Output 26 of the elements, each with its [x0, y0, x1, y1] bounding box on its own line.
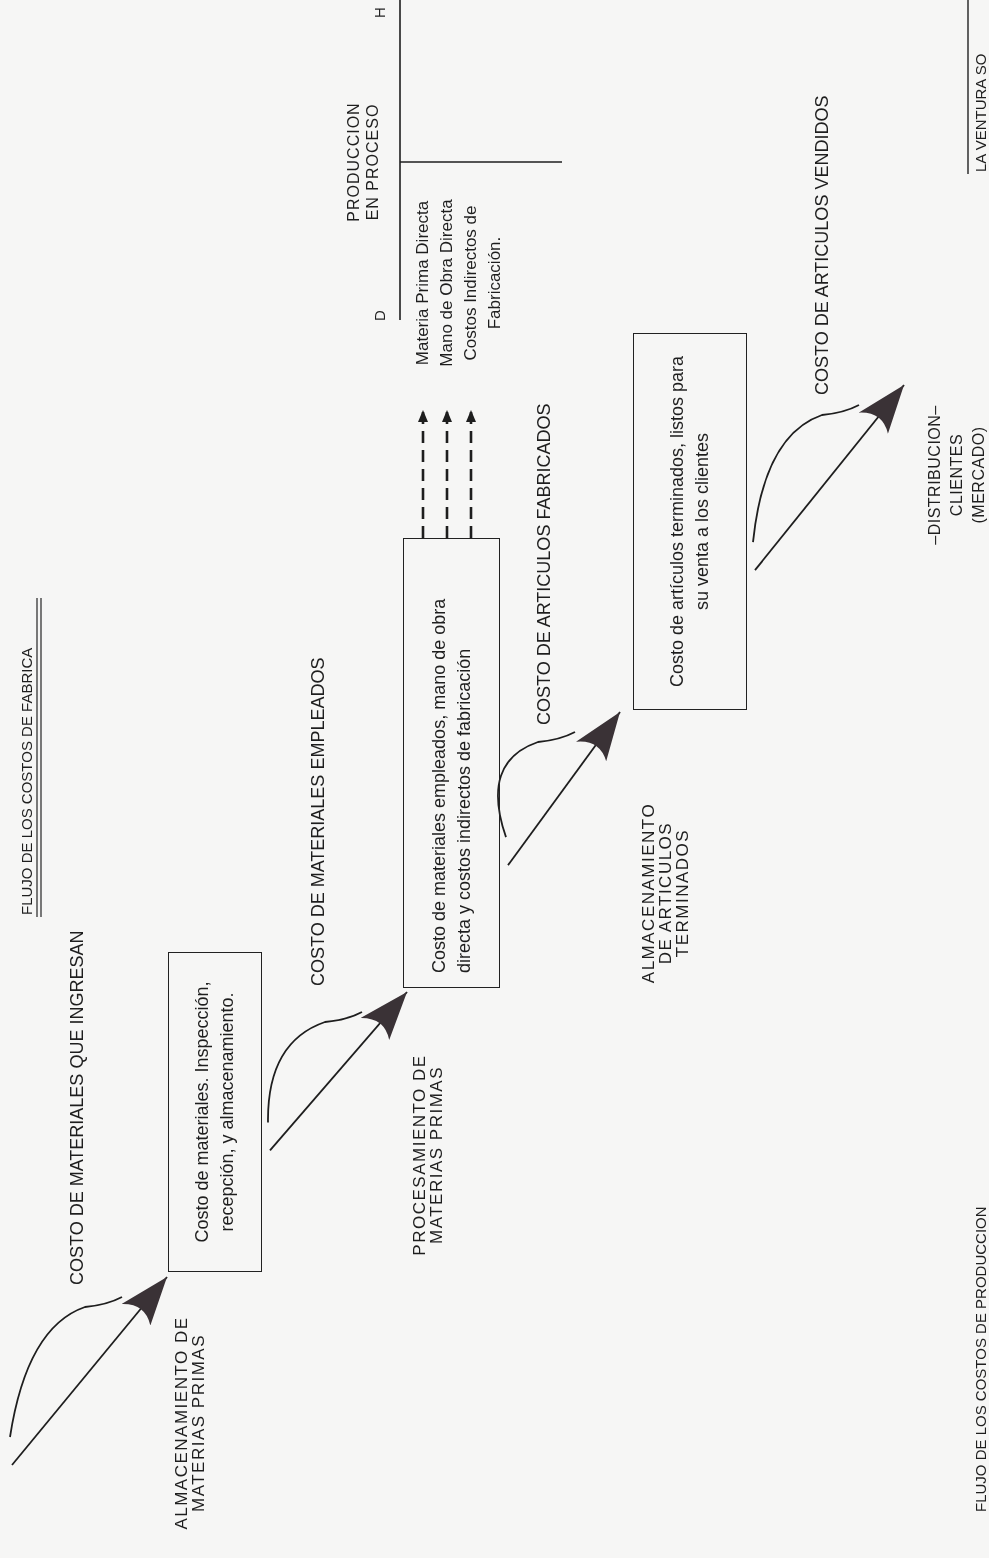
edge-label: COSTO DE ARTICULOS VENDIDOS [812, 95, 832, 395]
column-label: D [372, 310, 387, 321]
stage-label: ALMACENAMIENTO DE MATERIAS PRIMAS [173, 1315, 207, 1532]
diagram-title: FLUJO DE LOS COSTOS DE FABRICA [17, 647, 36, 915]
destination-label: –DISTRIBUCION– CLIENTES (MERCADO) [924, 385, 989, 565]
stage-label: ALMACENAMIENTO DE ARTICULOS TERMINADOS [640, 801, 691, 986]
column-label: H [372, 7, 387, 18]
dashed-arrow [466, 410, 476, 538]
process-box [633, 333, 747, 710]
dashed-arrow [442, 410, 452, 538]
process-box [168, 952, 262, 1272]
account-entry: Costos Indirectos de Fabricación. [459, 158, 507, 408]
account-entry: Materia Prima Directa [411, 158, 435, 408]
box-text: Costo de materiales empleados, mano de obra directa y costos indirectos de fabricación [427, 597, 475, 975]
box-text: Costo de materiales. Inspección, recepción, y almacenamiento. [191, 980, 238, 1245]
page-caption: FLUJO DE LOS COSTOS DE PRODUCCION [974, 1206, 988, 1512]
account-title: PRODUCCION EN PROCESO [344, 101, 382, 224]
dashed-arrow [418, 410, 428, 538]
edge-label: COSTO DE MATERIALES EMPLEADOS [308, 657, 328, 986]
box-text: Costo de artículos terminados, listos para su venta a los clientes [666, 354, 713, 690]
process-box [403, 538, 500, 988]
account-entry: Mano de Obra Directa [435, 158, 459, 408]
edge-label: COSTO DE MATERIALES QUE INGRESAN [67, 930, 87, 1285]
edge-label: COSTO DE ARTICULOS FABRICADOS [534, 403, 554, 725]
stage-label: PROCESAMIENTO DE MATERIAS PRIMAS [411, 1053, 445, 1258]
cut-off-heading: LA VENTURA SO [973, 53, 988, 172]
